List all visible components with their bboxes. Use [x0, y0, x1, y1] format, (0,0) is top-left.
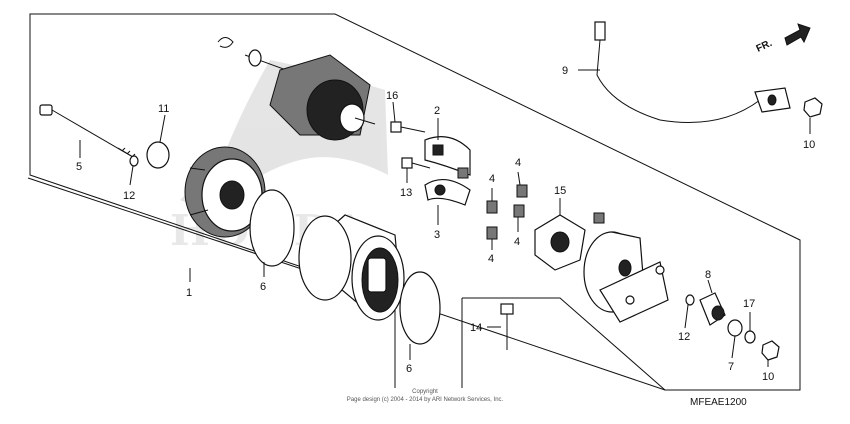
callout-4a: 4: [515, 157, 521, 169]
callout-8: 8: [705, 269, 711, 281]
starter-cable: [594, 21, 791, 123]
callout-7: 7: [728, 361, 734, 373]
brush-holder-15: [534, 212, 605, 271]
bolt-14: [500, 303, 514, 350]
callout-12-right: 12: [678, 331, 690, 343]
terminal-insulator: [699, 292, 726, 326]
copyright-line-1: Copyright: [412, 389, 438, 395]
callout-6b: 6: [406, 363, 412, 375]
copyright-line-2: Page design (c) 2004 - 2014 by ARI Netwo…: [347, 397, 504, 403]
o-ring-large-left: [249, 189, 295, 267]
o-ring-large-right: [399, 271, 441, 345]
callout-3: 3: [434, 229, 440, 241]
front-cover: [184, 146, 266, 238]
leader-lines: [79, 69, 811, 367]
washer-right: [685, 294, 695, 306]
callout-10-upper: 10: [803, 139, 815, 151]
callout-4c: 4: [514, 236, 520, 248]
armature: [217, 37, 376, 141]
subframe-part-14: [462, 297, 800, 391]
callout-4d: 4: [488, 253, 494, 265]
callout-16: 16: [386, 90, 398, 102]
brush-springs: [486, 184, 528, 240]
bolt-16: [390, 121, 426, 133]
long-bolt: [39, 104, 139, 161]
callout-1: 1: [186, 287, 192, 299]
motor-case: [298, 214, 405, 321]
brush-plate: [424, 179, 471, 206]
nut-10-upper: [803, 97, 823, 118]
callout-12-left: 12: [123, 190, 135, 202]
diagram-code: MFEAE1200: [690, 397, 747, 408]
washer-7: [727, 319, 743, 337]
callout-13: 13: [400, 187, 412, 199]
callout-6a: 6: [260, 281, 266, 293]
callout-9: 9: [562, 65, 568, 77]
callout-14: 14: [470, 322, 482, 334]
washer-left: [129, 155, 139, 167]
front-direction-arrow: FR.: [755, 23, 811, 55]
brush-holder: [424, 136, 471, 179]
callout-11: 11: [158, 103, 169, 115]
washer-17: [744, 330, 756, 344]
callout-5: 5: [76, 161, 82, 173]
callout-15: 15: [554, 185, 566, 197]
callout-4b: 4: [489, 173, 495, 185]
callout-17: 17: [743, 298, 755, 310]
nut-10-lower: [761, 340, 780, 361]
front-direction-label: FR.: [755, 38, 774, 55]
callout-2: 2: [434, 105, 440, 117]
callouts: 1 2 3 4 4 4 4 5 6 6 7 8 9 10 10 11 12 12…: [76, 65, 815, 383]
callout-10-lower: 10: [762, 371, 774, 383]
o-ring-small: [146, 141, 170, 169]
rear-cover: [583, 231, 669, 323]
